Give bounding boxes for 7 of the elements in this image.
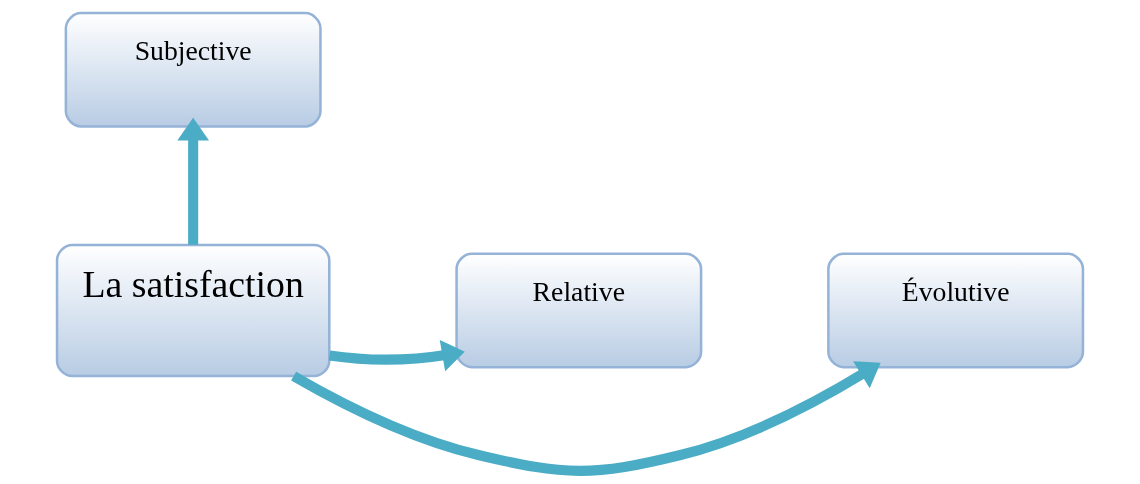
node-box: La satisfaction <box>55 243 331 378</box>
node-box: Évolutive <box>827 252 1085 369</box>
arrow <box>177 117 209 245</box>
arrow <box>328 339 465 372</box>
arrow <box>291 361 881 476</box>
node-box: Subjective <box>64 11 322 128</box>
node-box: Relative <box>455 252 703 369</box>
